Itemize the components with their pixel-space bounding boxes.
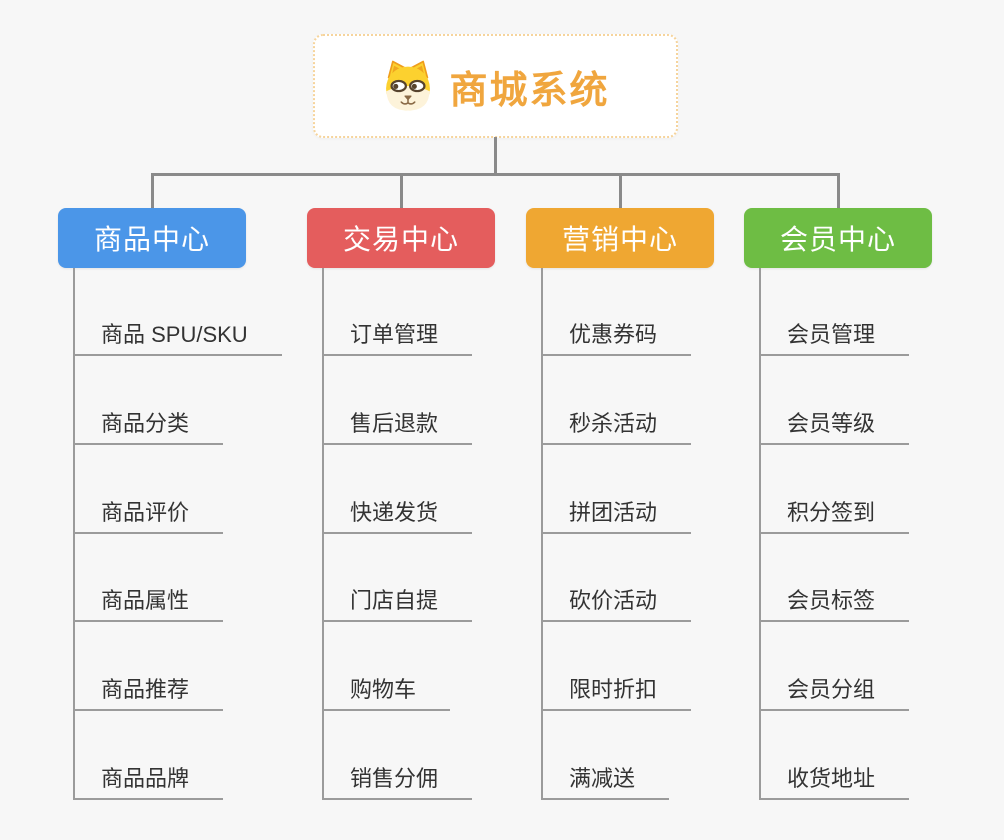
branch-column-trade-center: 交易中心 订单管理售后退款快递发货门店自提购物车销售分佣 — [307, 208, 567, 840]
branch-node-product-center[interactable]: 商品中心 — [58, 208, 246, 268]
leaf-node[interactable]: 会员管理 — [759, 318, 910, 356]
connector-drop-marketing — [619, 173, 622, 210]
root-node[interactable]: 商城系统 — [313, 34, 678, 138]
leaf-node[interactable]: 商品分类 — [73, 407, 224, 445]
branch-line-product-center — [73, 268, 75, 800]
leaf-node[interactable]: 满减送 — [541, 762, 670, 800]
leaf-node[interactable]: 会员分组 — [759, 673, 910, 711]
leaf-node[interactable]: 快递发货 — [322, 496, 473, 534]
leaf-node[interactable]: 购物车 — [322, 673, 451, 711]
branch-column-marketing-center: 营销中心 优惠券码秒杀活动拼团活动砍价活动限时折扣满减送 — [526, 208, 786, 840]
connector-root-stub — [494, 137, 497, 176]
branch-line-marketing-center — [541, 268, 543, 800]
root-title: 商城系统 — [449, 69, 610, 112]
leaf-node[interactable]: 商品 SPU/SKU — [73, 318, 282, 356]
leaf-node[interactable]: 订单管理 — [322, 318, 473, 356]
leaf-node[interactable]: 收货地址 — [759, 762, 910, 800]
leaf-node[interactable]: 商品评价 — [73, 496, 224, 534]
leaf-node[interactable]: 销售分佣 — [322, 762, 473, 800]
branch-column-product-center: 商品中心 商品 SPU/SKU 商品分类商品评价商品属性商品推荐商品品牌 — [58, 208, 318, 840]
branch-node-marketing-center[interactable]: 营销中心 — [526, 208, 714, 268]
leaf-node[interactable]: 商品属性 — [73, 584, 224, 622]
branch-column-member-center: 会员中心 会员管理会员等级积分签到会员标签会员分组收货地址 — [744, 208, 1004, 840]
leaf-node[interactable]: 优惠券码 — [541, 318, 692, 356]
branch-node-trade-center[interactable]: 交易中心 — [307, 208, 495, 268]
leaf-node[interactable]: 商品推荐 — [73, 673, 224, 711]
branch-line-member-center — [759, 268, 761, 800]
connector-drop-member — [837, 173, 840, 210]
branch-node-member-center[interactable]: 会员中心 — [744, 208, 932, 268]
leaf-node[interactable]: 会员标签 — [759, 584, 910, 622]
leaf-node[interactable]: 门店自提 — [322, 584, 473, 622]
connector-spine — [151, 173, 839, 176]
leaf-node[interactable]: 限时折扣 — [541, 673, 692, 711]
leaf-node[interactable]: 会员等级 — [759, 407, 910, 445]
leaf-node[interactable]: 商品品牌 — [73, 762, 224, 800]
leaf-node[interactable]: 售后退款 — [322, 407, 473, 445]
connector-drop-product — [151, 173, 154, 210]
leaf-node[interactable]: 积分签到 — [759, 496, 910, 534]
leaf-node[interactable]: 秒杀活动 — [541, 407, 692, 445]
dog-face-icon — [386, 60, 431, 111]
branch-line-trade-center — [322, 268, 324, 800]
leaf-node[interactable]: 砍价活动 — [541, 584, 692, 622]
connector-drop-trade — [400, 173, 403, 210]
leaf-node[interactable]: 拼团活动 — [541, 496, 692, 534]
